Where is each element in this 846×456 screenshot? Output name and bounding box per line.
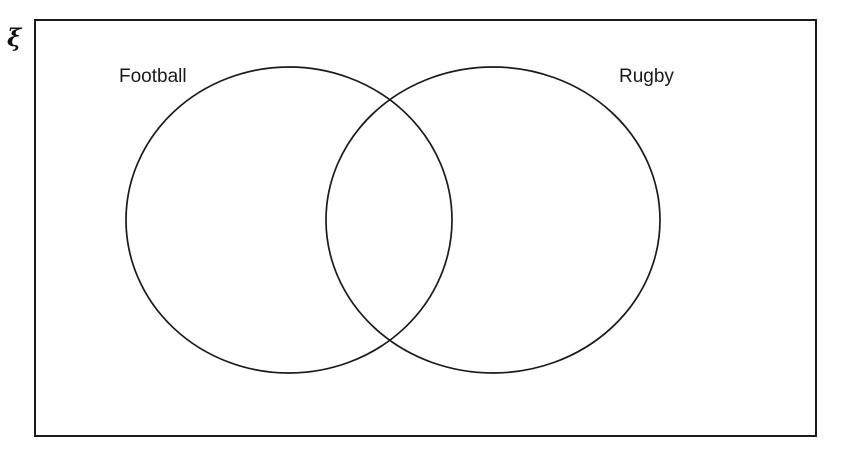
- football-label: Football: [119, 66, 187, 87]
- rugby-circle: [325, 66, 661, 374]
- football-circle: [125, 66, 453, 374]
- universal-set-symbol: ξ: [7, 23, 22, 52]
- rugby-label: Rugby: [619, 66, 674, 87]
- universe-rectangle: [34, 19, 817, 437]
